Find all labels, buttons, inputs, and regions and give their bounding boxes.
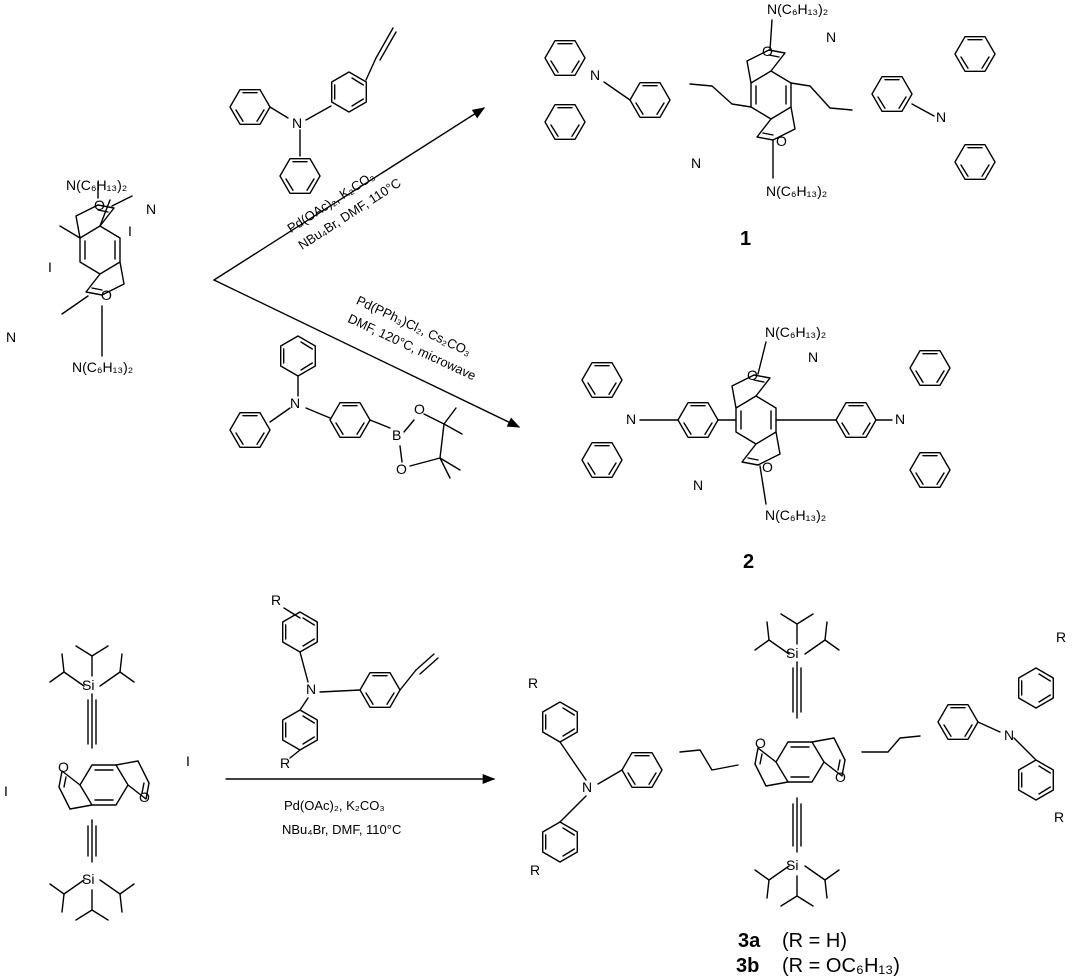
reaction-arrow-2 [213,279,521,428]
compound-number-3b: 3b [736,955,759,977]
starting-material-tips-bdf: Si O O I I Si [4,645,190,921]
oxygen-label: O [835,769,846,785]
oxygen-label: O [762,43,773,59]
nitrogen-label: N [626,411,636,427]
oxygen-label: O [101,287,112,303]
iodo-label: I [186,753,190,769]
oxygen-label: O [755,735,766,751]
oxygen-label: O [58,759,69,775]
amine-substituent-label: N(C₆H₁₃)₂ [765,507,826,523]
reagent-boronate-triphenylamine: N B O O [229,335,463,479]
nitrile-label: N [146,201,156,217]
product-1-structure: O O N(C₆H₁₃)₂ N N N(C₆H₁₃)₂ N N [544,1,996,199]
oxygen-label: O [414,401,425,417]
nitrile-label: N [691,155,701,171]
oxygen-label: O [776,133,787,149]
r-group-label: R [1054,809,1064,825]
silicon-label: Si [82,677,94,693]
r-definition-3a: (R = H) [782,930,847,952]
r-group-label: R [280,755,290,771]
amine-substituent-label: N(C₆H₁₃)₂ [766,183,827,199]
amine-substituent-label: N(C₆H₁₃)₂ [66,177,127,193]
iodo-label: I [4,783,8,799]
condition-text: Pd(OAc)₂, K₂CO₃ [284,798,385,813]
nitrile-label: N [808,349,818,365]
silicon-label: Si [82,871,94,887]
r-group-label: R [530,862,540,878]
nitrogen-label: N [292,115,302,131]
iodo-label: I [128,223,132,239]
nitrile-label: N [826,29,836,45]
compound-number-1: 1 [740,228,751,250]
oxygen-label: O [396,461,407,477]
boron-label: B [392,427,401,443]
iodo-label: I [48,259,52,275]
oxygen-label: O [94,197,105,213]
reaction-arrow-1 [213,107,486,281]
nitrogen-label: N [582,779,592,795]
nitrogen-label: N [590,67,600,83]
reagent-vinyl-triphenylamine: N [229,27,397,195]
oxygen-label: O [747,367,758,383]
r-group-label: R [1056,629,1066,645]
nitrile-label: N [693,477,703,493]
nitrogen-label: N [1004,727,1014,743]
product-2-structure: O O N(C₆H₁₃)₂ N N N(C₆H₁₃)₂ N N [581,324,951,523]
r-group-label: R [271,592,281,608]
amine-substituent-label: N(C₆H₁₃)₂ [767,1,828,17]
product-3-structure: Si O O Si N R R N R R [528,613,1066,907]
nitrogen-label: N [895,411,905,427]
condition-text: NBu₄Br, DMF, 110°C [282,822,401,837]
r-definition-3b: (R = OC₆H₁₃) [782,955,900,977]
starting-material-diiodo-bdf: O O I I N(C₆H₁₃)₂ N N N(C₆H₁₃)₂ [6,177,156,375]
nitrogen-label: N [290,395,300,411]
oxygen-label: O [139,789,150,805]
compound-number-3a: 3a [738,930,761,952]
reagent-r-vinyl-triphenylamine: R N R [271,592,439,771]
oxygen-label: O [762,459,773,475]
r-group-label: R [528,675,538,691]
amine-substituent-label: N(C₆H₁₃)₂ [765,324,826,340]
nitrile-label: N [6,329,16,345]
silicon-label: Si [786,857,798,873]
amine-substituent-label: N(C₆H₁₃)₂ [72,359,133,375]
compound-number-2: 2 [743,551,754,573]
nitrogen-label: N [306,681,316,697]
silicon-label: Si [786,645,798,661]
nitrogen-label: N [936,109,946,125]
